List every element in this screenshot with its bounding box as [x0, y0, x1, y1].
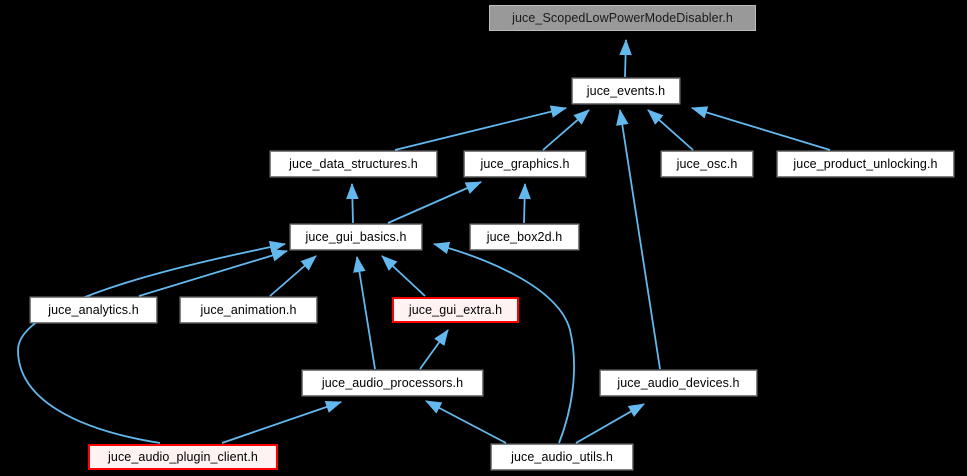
graph-edge — [353, 255, 376, 370]
graph-node-product_unlocking[interactable]: juce_product_unlocking.h — [777, 151, 954, 177]
graph-edge — [542, 109, 590, 151]
graph-node-label: juce_analytics.h — [48, 302, 139, 317]
graph-node-osc[interactable]: juce_osc.h — [661, 151, 753, 177]
graph-edge — [346, 182, 359, 224]
graph-edge — [221, 400, 343, 444]
graph-edge — [387, 181, 482, 224]
graph-node-label: juce_audio_processors.h — [321, 375, 464, 390]
graph-node-label: juce_osc.h — [676, 156, 738, 171]
graph-edge — [394, 105, 568, 151]
graph-node-label: juce_animation.h — [200, 302, 297, 317]
edges-group — [17, 38, 831, 444]
graph-node-scoped_low_power[interactable]: juce_ScopedLowPowerModeDisabler.h — [489, 5, 756, 31]
graph-node-data_structures[interactable]: juce_data_structures.h — [270, 151, 437, 177]
graph-edge — [518, 182, 531, 224]
graph-node-audio_processors[interactable]: juce_audio_processors.h — [302, 370, 483, 396]
graph-node-label: juce_audio_devices.h — [617, 375, 740, 390]
graph-node-label: juce_data_structures.h — [289, 156, 418, 171]
graph-node-label: juce_events.h — [586, 83, 666, 98]
graph-node-events[interactable]: juce_events.h — [572, 78, 680, 104]
graph-node-label: juce_graphics.h — [480, 156, 570, 171]
graph-edge — [419, 329, 449, 370]
graph-edge — [690, 106, 831, 151]
graph-node-gui_basics[interactable]: juce_gui_basics.h — [290, 224, 422, 250]
graph-edge — [269, 255, 317, 297]
graph-edge — [381, 255, 426, 297]
graph-node-audio_utils[interactable]: juce_audio_utils.h — [491, 444, 633, 470]
graph-edge — [432, 241, 575, 444]
graph-node-animation[interactable]: juce_animation.h — [180, 297, 317, 323]
graph-node-label: juce_ScopedLowPowerModeDisabler.h — [512, 10, 733, 25]
graph-edge — [616, 108, 661, 370]
graph-node-label: juce_gui_extra.h — [408, 302, 503, 317]
graph-node-label: juce_box2d.h — [486, 229, 563, 244]
graph-node-audio_devices[interactable]: juce_audio_devices.h — [600, 370, 757, 396]
graph-node-gui_extra[interactable]: juce_gui_extra.h — [392, 297, 519, 323]
graph-edge — [575, 403, 645, 444]
graph-node-audio_plugin_client[interactable]: juce_audio_plugin_client.h — [88, 444, 278, 470]
graph-node-label: juce_audio_utils.h — [511, 449, 613, 464]
graph-edge — [619, 38, 632, 78]
graph-node-label: juce_gui_basics.h — [305, 229, 407, 244]
graph-node-label: juce_product_unlocking.h — [793, 156, 938, 171]
graph-edge — [17, 240, 287, 444]
graph-edge — [425, 400, 507, 444]
graph-edge — [647, 109, 694, 151]
graph-node-analytics[interactable]: juce_analytics.h — [30, 297, 157, 323]
graph-node-graphics[interactable]: juce_graphics.h — [464, 151, 586, 177]
graph-node-box2d[interactable]: juce_box2d.h — [470, 224, 579, 250]
graph-node-label: juce_audio_plugin_client.h — [108, 449, 258, 464]
graph-edge — [138, 249, 289, 297]
